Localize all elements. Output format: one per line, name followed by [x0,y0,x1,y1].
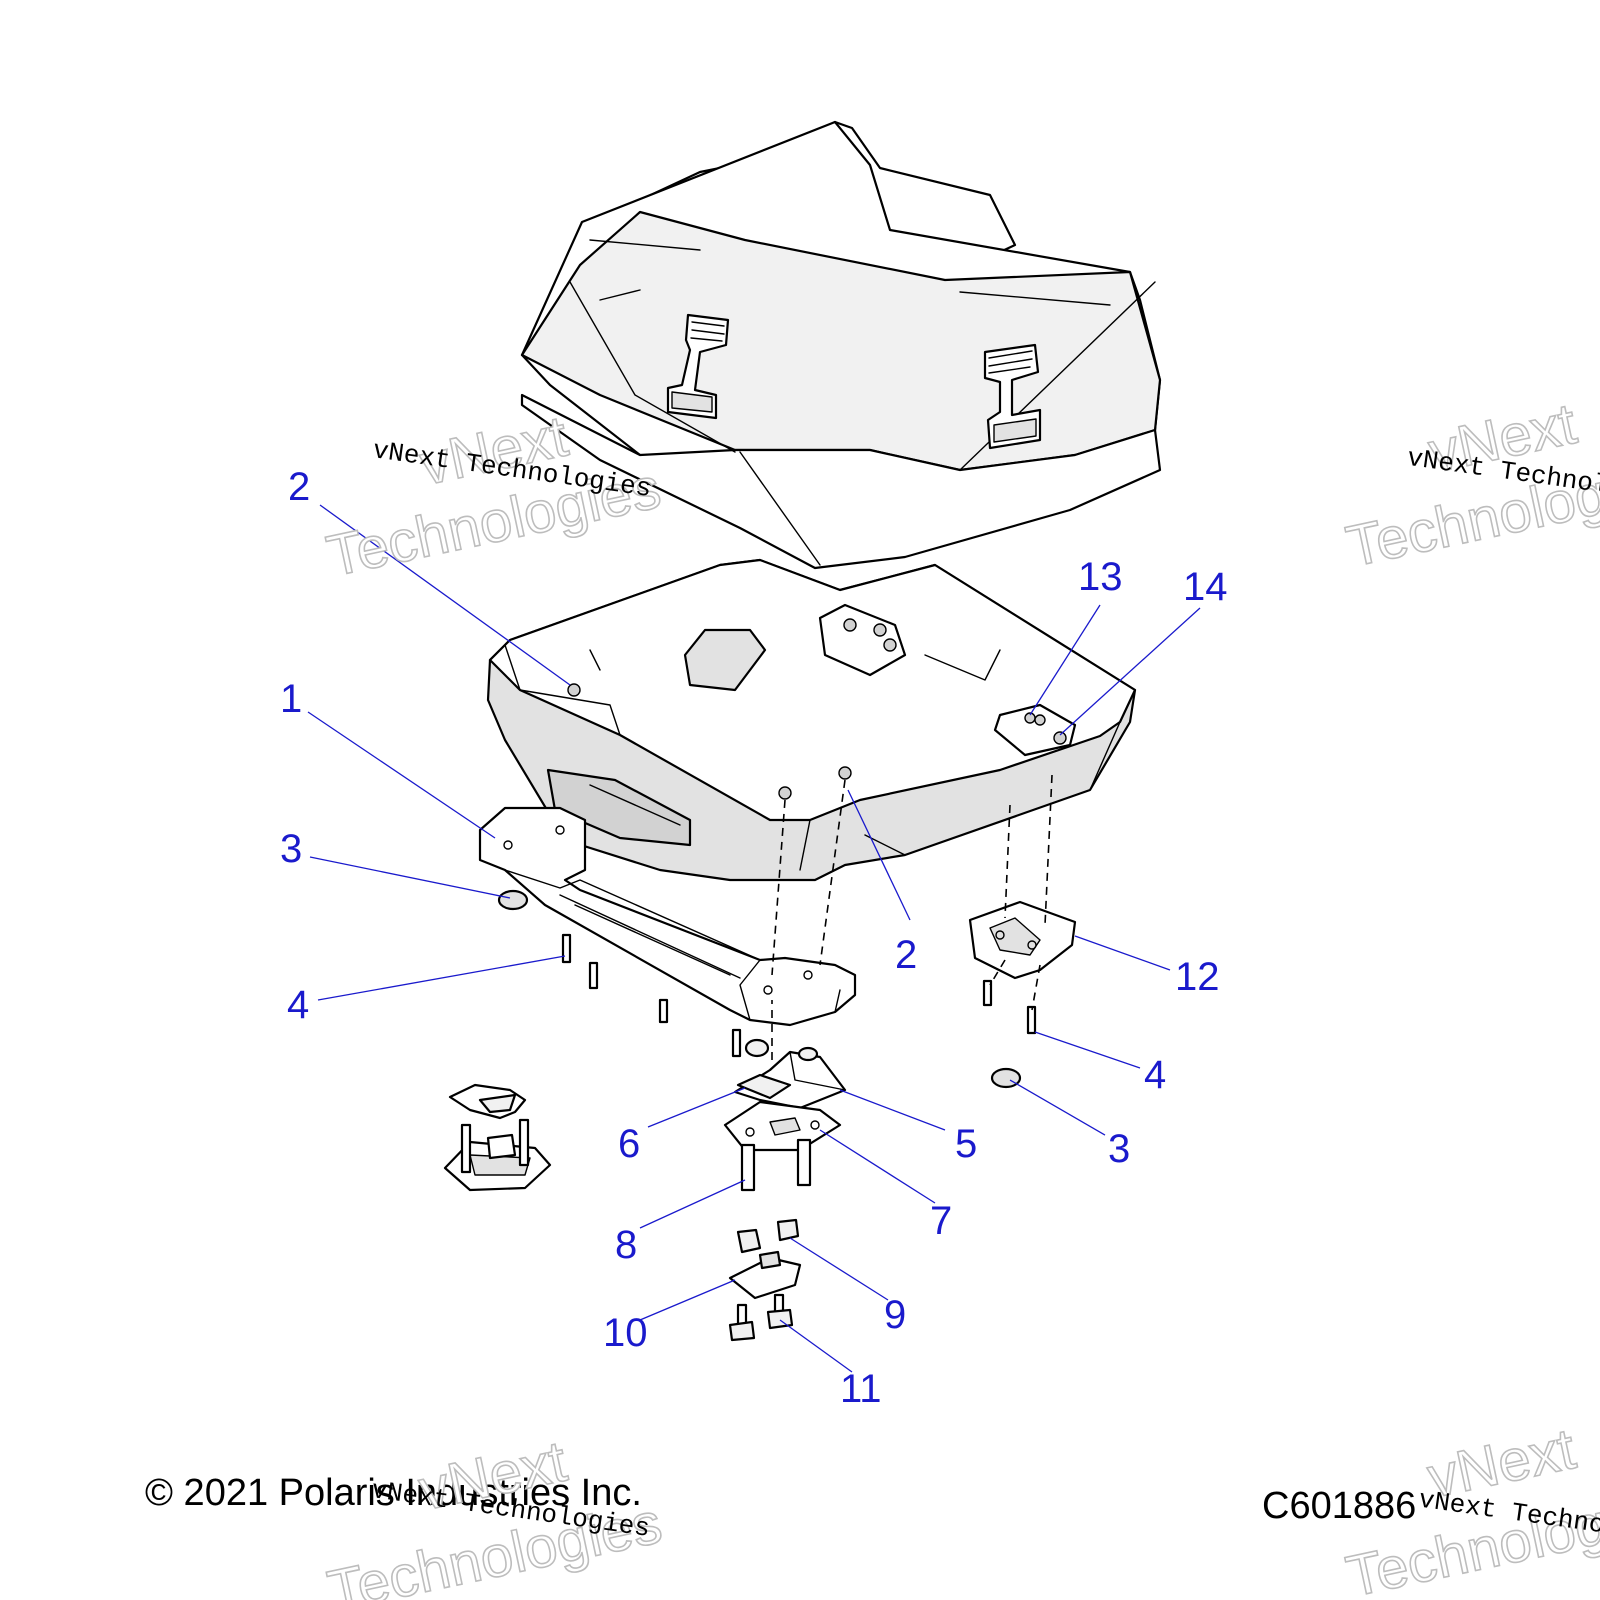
callout-3-left: 3 [280,827,302,871]
callout-13: 13 [1078,555,1123,599]
callout-4-left: 4 [287,983,309,1027]
callout-1: 1 [280,677,302,721]
latch-detail [443,1083,552,1192]
copyright-text: © 2021 Polaris Industries Inc. [145,1472,642,1514]
callout-2-bottom: 2 [895,933,917,977]
callout-8: 8 [615,1223,637,1267]
figure-id: C601886 [1262,1485,1416,1527]
mount-block [968,900,1077,980]
hardware [497,889,1037,1089]
storage-box-lid [520,120,1162,570]
latch-assembly [723,1050,847,1342]
callout-4-right: 4 [1144,1053,1166,1097]
callout-11: 11 [840,1367,882,1411]
storage-box-base [486,558,1137,882]
assembly-lines [771,774,1053,1060]
callout-labels: 1 2 2 3 3 4 4 5 6 7 8 9 10 11 12 13 14 [280,465,1228,1411]
callout-2-top: 2 [288,465,310,509]
callout-12: 12 [1175,955,1220,999]
callout-5: 5 [955,1122,977,1166]
callout-6: 6 [618,1122,640,1166]
callout-7: 7 [930,1199,952,1243]
buckle-right [983,343,1042,450]
callout-14: 14 [1183,565,1228,609]
mount-bracket [478,806,857,1027]
callout-10: 10 [603,1311,648,1355]
callout-9: 9 [884,1293,906,1337]
leader-lines [307,504,1201,1373]
buckle-left [666,313,730,420]
callout-3-right: 3 [1108,1127,1130,1171]
